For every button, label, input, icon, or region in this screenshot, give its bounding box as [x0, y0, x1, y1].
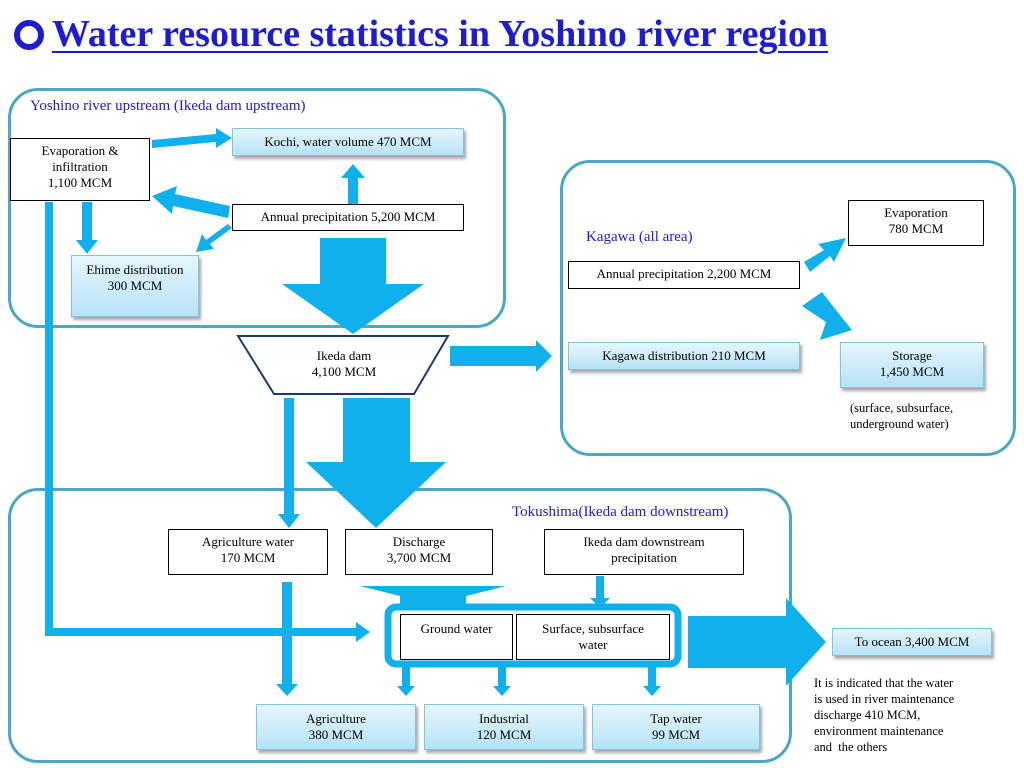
- kagawa-evap-box: Evaporation 780 MCM: [848, 200, 984, 246]
- tap-water-line-1: Tap water: [650, 711, 702, 726]
- surface-water-box: Surface, subsurface water: [516, 614, 670, 660]
- to-ocean-label: To ocean 3,400 MCM: [854, 634, 970, 649]
- downstream-precip-line-1: Ikeda dam downstream: [583, 534, 705, 549]
- industrial-box: Industrial 120 MCM: [424, 704, 584, 750]
- agriculture-box: Agriculture 380 MCM: [256, 704, 416, 750]
- kagawa-evap-line-2: 780 MCM: [888, 221, 944, 236]
- arrow-dam-to-kagawa: [450, 340, 552, 372]
- ocean-note-line-2: is used in river maintenance: [814, 692, 955, 706]
- arrow-group-to-ocean: [688, 598, 826, 686]
- storage-box: Storage 1,450 MCM: [840, 342, 984, 388]
- arrow-dam-to-agri-water: [278, 398, 300, 528]
- arrow-precip-to-kochi: [341, 164, 365, 204]
- ocean-note-line-1: It is indicated that the water: [814, 676, 954, 690]
- arrow-precip-to-ehime: [196, 224, 232, 252]
- industrial-line-1: Industrial: [479, 711, 529, 726]
- kagawa-precip-box: Annual precipitation 2,200 MCM: [568, 261, 800, 289]
- discharge-line-2: 3,700 MCM: [386, 550, 452, 565]
- tap-water-box: Tap water 99 MCM: [592, 704, 760, 750]
- kochi-box: Kochi, water volume 470 MCM: [232, 128, 464, 156]
- downstream-precip-line-2: precipitation: [611, 550, 677, 565]
- ikeda-dam-label: Ikeda dam 4,100 MCM: [274, 348, 414, 380]
- surface-water-line-2: water: [578, 637, 608, 652]
- storage-note-line-2: underground water): [850, 417, 949, 431]
- arrow-kagawa-to-evap: [804, 238, 846, 272]
- storage-note: (surface, subsurface, underground water): [850, 400, 953, 432]
- kagawa-distribution-label: Kagawa distribution 210 MCM: [602, 348, 766, 363]
- arrow-dam-to-discharge: [306, 398, 446, 528]
- arrow-precip-to-dam: [282, 238, 424, 334]
- arrow-evap-to-kochi: [152, 128, 232, 148]
- arrow-precip-to-surface: [590, 576, 610, 608]
- tokushima-region-label: Tokushima(Ikeda dam downstream): [512, 504, 729, 520]
- annual-precip-upstream-label: Annual precipitation 5,200 MCM: [260, 209, 436, 224]
- tap-water-line-2: 99 MCM: [651, 727, 701, 742]
- ocean-note-line-3: discharge 410 MCM,: [814, 708, 921, 722]
- arrow-group-to-agriculture: [397, 664, 415, 696]
- discharge-box: Discharge 3,700 MCM: [345, 529, 493, 575]
- agri-water-line-1: Agriculture water: [201, 534, 295, 549]
- downstream-precip-box: Ikeda dam downstream precipitation: [544, 529, 744, 575]
- annual-precip-upstream-box: Annual precipitation 5,200 MCM: [232, 204, 464, 231]
- ocean-note: It is indicated that the water is used i…: [814, 675, 954, 755]
- ocean-note-line-5: and the others: [814, 740, 888, 754]
- arrow-evap-to-ehime: [76, 202, 98, 254]
- storage-note-line-1: (surface, subsurface,: [850, 401, 954, 415]
- evap-line-3: 1,100 MCM: [47, 175, 113, 190]
- kagawa-evap-line-1: Evaporation: [884, 205, 948, 220]
- kagawa-region-label: Kagawa (all area): [586, 229, 693, 245]
- agriculture-line-2: 380 MCM: [308, 727, 364, 742]
- agriculture-water-box: Agriculture water 170 MCM: [168, 529, 328, 575]
- ground-water-box: Ground water: [400, 614, 513, 660]
- evap-line-2: infiltration: [52, 159, 108, 174]
- arrow-group-to-industrial: [493, 664, 511, 696]
- arrow-precip-to-evap: [152, 186, 230, 218]
- page-title: Water resource statistics in Yoshino riv…: [10, 12, 1014, 72]
- ehime-box: Ehime distribution 300 MCM: [71, 255, 199, 317]
- arrow-kagawa-to-storage: [802, 292, 852, 340]
- arrow-group-to-tap: [643, 664, 661, 696]
- industrial-line-2: 120 MCM: [476, 727, 532, 742]
- ikeda-dam-line-1: Ikeda dam: [316, 348, 372, 363]
- surface-water-line-1: Surface, subsurface: [542, 621, 644, 636]
- storage-line-2: 1,450 MCM: [879, 364, 945, 379]
- water-group-frame: [384, 603, 682, 668]
- evap-line-1: Evaporation &: [41, 143, 119, 158]
- upstream-region-label: Yoshino river upstream (Ikeda dam upstre…: [30, 98, 306, 114]
- ikeda-dam-line-2: 4,100 MCM: [311, 364, 377, 379]
- circle-bullet-icon: [14, 20, 44, 50]
- to-ocean-box: To ocean 3,400 MCM: [832, 628, 992, 656]
- ehime-line-1: Ehime distribution: [86, 262, 184, 277]
- evap-infiltration-box: Evaporation & infiltration 1,100 MCM: [10, 138, 150, 201]
- ikeda-dam-shape: [236, 335, 450, 395]
- kagawa-precip-label: Annual precipitation 2,200 MCM: [596, 266, 772, 281]
- arrow-discharge-to-groundwater: [360, 586, 506, 606]
- ground-water-label: Ground water: [420, 621, 493, 636]
- kochi-label: Kochi, water volume 470 MCM: [264, 134, 432, 149]
- page-title-text: Water resource statistics in Yoshino riv…: [52, 13, 829, 55]
- ocean-note-line-4: environment maintenance: [814, 724, 944, 738]
- storage-line-1: Storage: [892, 348, 932, 363]
- arrow-agriwater-to-agriculture: [276, 582, 298, 696]
- agriculture-line-1: Agriculture: [306, 711, 366, 726]
- agri-water-line-2: 170 MCM: [220, 550, 276, 565]
- ehime-line-2: 300 MCM: [107, 278, 163, 293]
- kagawa-distribution-box: Kagawa distribution 210 MCM: [568, 342, 800, 370]
- discharge-line-1: Discharge: [392, 534, 446, 549]
